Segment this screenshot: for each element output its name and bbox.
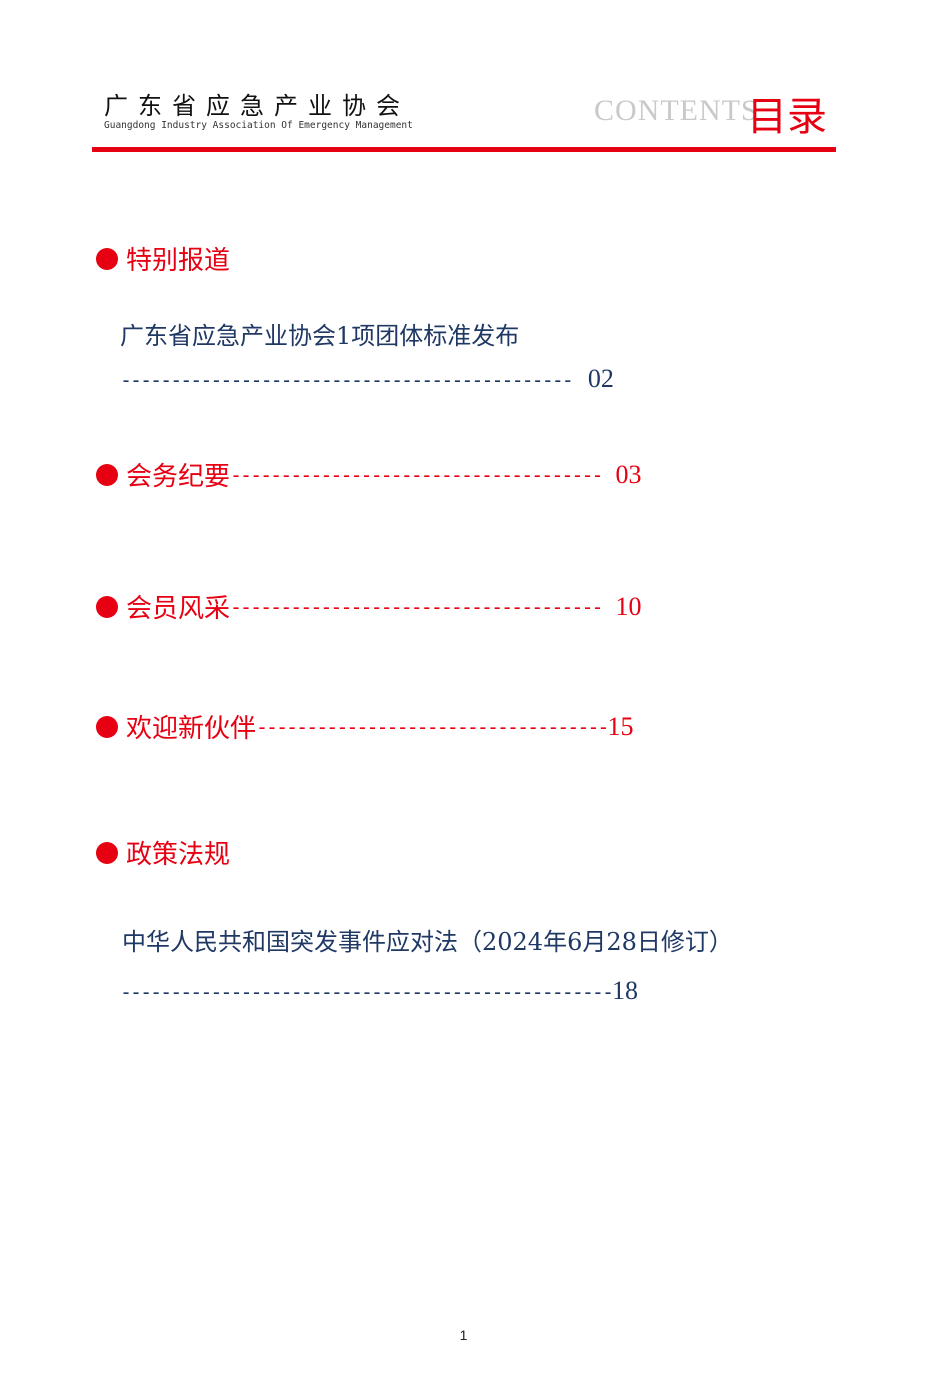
contents-label-en: CONTENTS <box>594 94 759 127</box>
section-heading: 欢迎新伙伴 <box>126 714 257 744</box>
header-divider <box>92 147 836 152</box>
bullet-icon <box>96 715 118 738</box>
dot-leader: ----------------------------------------… <box>120 980 614 1004</box>
toc-section-special-report[interactable]: 特别报道 <box>96 240 230 277</box>
bullet-icon <box>96 841 118 864</box>
dot-leader: ------------------------------------- <box>230 462 604 487</box>
bullet-icon <box>96 595 118 618</box>
section-heading: 特别报道 <box>126 246 231 276</box>
toc-section-member-showcase[interactable]: 会员风采 -----------------------------------… <box>96 588 642 625</box>
section-heading: 会务纪要 <box>126 462 231 492</box>
dot-leader: ----------------------------------- <box>256 714 609 739</box>
bullet-icon <box>96 247 118 270</box>
toc-entry-leader: ----------------------------------------… <box>120 364 614 394</box>
page-number: 15 <box>607 711 634 741</box>
dot-leader: ----------------------------------------… <box>120 368 574 392</box>
org-name-en: Guangdong Industry Association Of Emerge… <box>104 120 413 131</box>
page-number: 18 <box>612 976 639 1005</box>
toc-section-meeting-notes[interactable]: 会务纪要 -----------------------------------… <box>96 456 642 493</box>
dot-leader: ------------------------------------- <box>230 594 604 619</box>
toc-entry-leader: ----------------------------------------… <box>120 976 638 1006</box>
page-number: 10 <box>615 591 642 621</box>
page-number: 03 <box>615 459 642 489</box>
contents-label-cn: 目录 <box>747 94 827 140</box>
org-name: 广东省应急产业协会 <box>104 92 410 120</box>
page-number: 02 <box>587 364 614 393</box>
toc-entry-standard-release[interactable]: 广东省应急产业协会1项团体标准发布 <box>120 322 520 350</box>
section-heading: 政策法规 <box>126 840 231 870</box>
section-heading: 会员风采 <box>126 594 231 624</box>
toc-section-new-partners[interactable]: 欢迎新伙伴 ----------------------------------… <box>96 708 633 745</box>
toc-section-policy-regulations[interactable]: 政策法规 <box>96 834 230 871</box>
bullet-icon <box>96 463 118 486</box>
toc-entry-emergency-response-law[interactable]: 中华人民共和国突发事件应对法（2024年6月28日修订） <box>122 928 733 956</box>
footer-page-number: 1 <box>459 1327 468 1343</box>
